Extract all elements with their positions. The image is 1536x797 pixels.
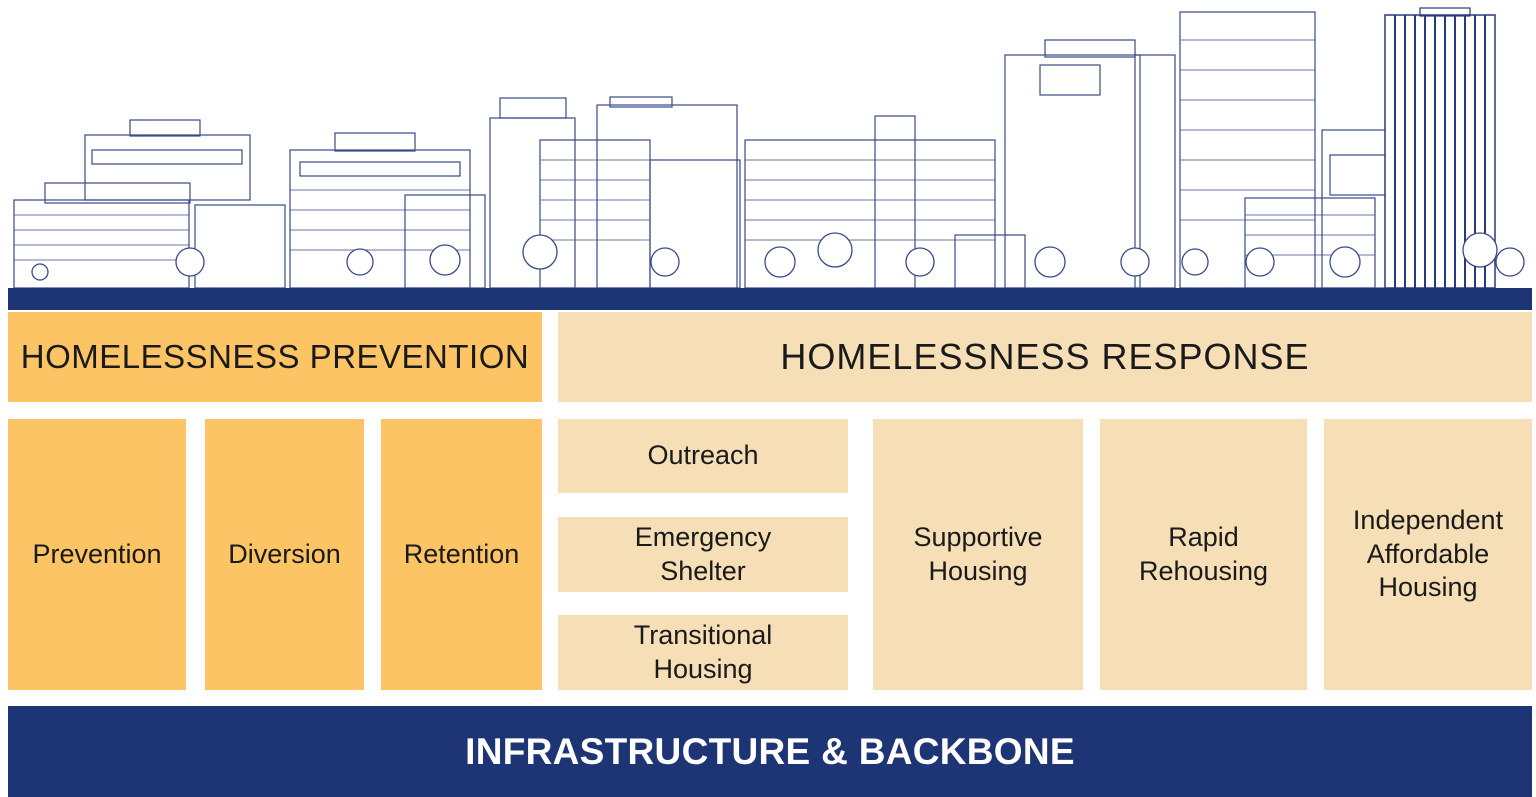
rapid-rehousing-pillar: Rapid Rehousing <box>1100 419 1307 690</box>
independent-affordable-housing-pillar: Independent Affordable Housing <box>1324 419 1532 690</box>
retention-pillar: Retention <box>381 419 542 690</box>
emergency-shelter-box: Emergency Shelter <box>558 517 848 592</box>
infrastructure-backbone-bar: INFRASTRUCTURE & BACKBONE <box>8 706 1532 797</box>
prevention-pillar: Prevention <box>8 419 186 690</box>
transitional-housing-box: Transitional Housing <box>558 615 848 690</box>
outreach-box: Outreach <box>558 419 848 493</box>
diversion-pillar: Diversion <box>205 419 364 690</box>
city-skyline-illustration <box>8 7 1532 310</box>
prevention-header: HOMELESSNESS PREVENTION <box>8 312 542 402</box>
supportive-housing-pillar: Supportive Housing <box>873 419 1083 690</box>
response-header: HOMELESSNESS RESPONSE <box>558 312 1532 402</box>
